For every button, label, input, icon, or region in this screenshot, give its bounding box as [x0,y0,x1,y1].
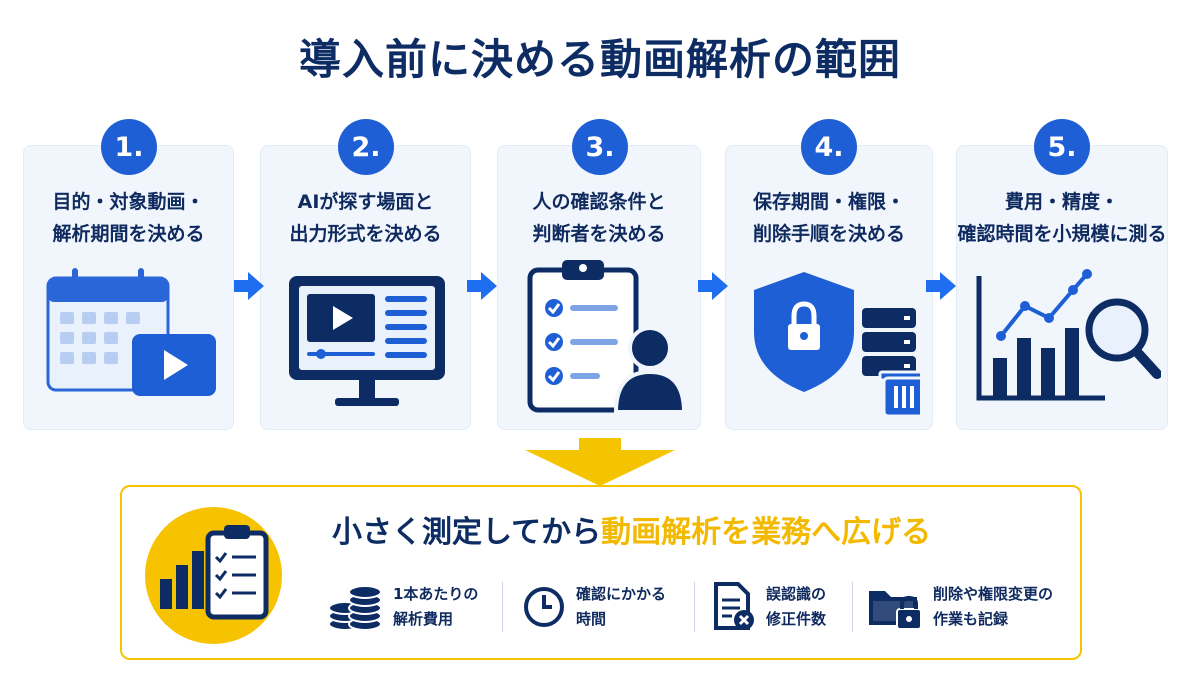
divider [694,582,695,632]
step-number-3: 3. [572,119,628,175]
step-card-3: 人の確認条件と 判断者を決める [497,145,701,430]
step-card-2: AIが探す場面と 出力形式を決める [260,145,471,430]
divider [502,582,503,632]
arrow-right-icon [698,272,728,300]
step-label: 目的・対象動画・ 解析期間を決める [52,191,205,245]
step-number-4: 4. [801,119,857,175]
calendar-video-icon [46,268,216,396]
clock-icon [524,587,564,627]
step-card-1: 目的・対象動画・ 解析期間を決める [23,145,234,430]
document-error-icon [714,582,754,630]
metric-item: 確認にかかる 時間 [522,579,666,635]
step-number-2: 2. [338,119,394,175]
chart-checklist-icon [160,525,269,620]
step-label: 人の確認条件と 判断者を決める [532,191,666,245]
step-label: 保存期間・権限・ 削除手順を決める [752,191,905,245]
arrow-right-icon [234,272,264,300]
metric-item: 1本あたりの 解析費用 [327,579,478,635]
step-card-5: 費用・精度・ 確認時間を小規模に測る [956,145,1168,430]
summary-heading: 小さく測定してから動画解析を業務へ広げる [332,515,932,550]
chart-magnifier-icon [976,269,1161,401]
step-label: AIが探す場面と 出力形式を決める [289,191,442,245]
step-card-4: 保存期間・権限・ 削除手順を決める [725,145,933,430]
step-number-5: 5. [1034,119,1090,175]
arrow-down-icon [525,438,675,486]
coins-icon [328,585,382,631]
page-title: 導入前に決める動画解析の範囲 [298,35,901,84]
arrow-right-icon [467,272,497,300]
clipboard-person-icon [527,260,684,414]
metric-item: 削除や権限変更の 作業も記録 [867,579,1053,635]
metric-item: 誤認識の 修正件数 [712,579,826,635]
shield-lock-storage-icon [754,272,920,418]
summary-panel: 小さく測定してから動画解析を業務へ広げる 1本あたりの 解析費用 確認にかかる … [120,485,1082,660]
step-number-1: 1. [101,119,157,175]
divider [852,582,853,632]
step-label: 費用・精度・ 確認時間を小規模に測る [957,191,1167,245]
arrow-right-icon [926,272,956,300]
folder-lock-icon [869,591,922,630]
monitor-video-icon [289,276,445,406]
